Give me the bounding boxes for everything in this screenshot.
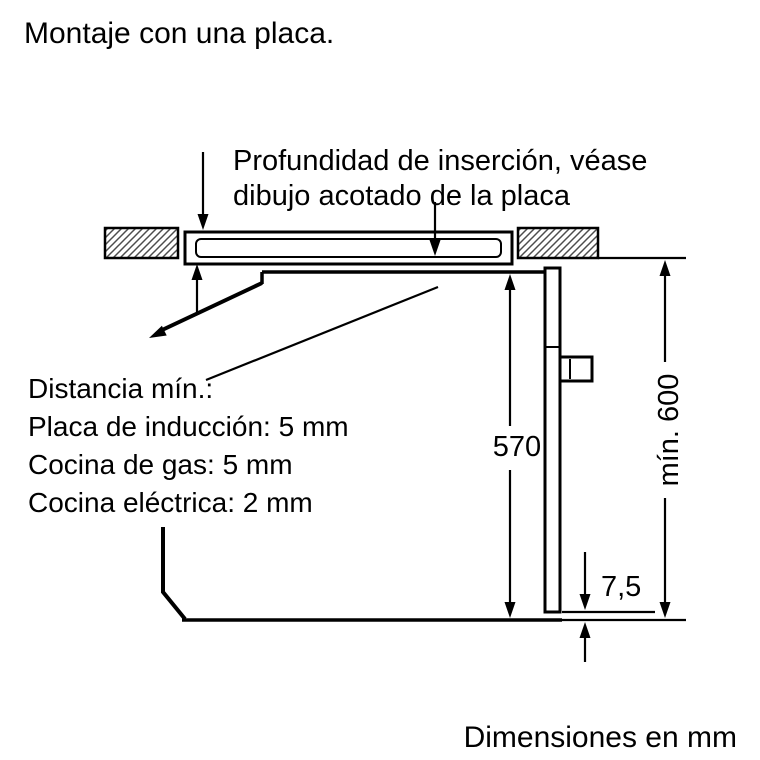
- dimension-min-installation-height: mín. 600: [653, 260, 685, 618]
- oven-front-panel: [543, 266, 562, 614]
- dim-75-down-arrowhead-icon: [579, 594, 591, 610]
- cabinet-break-lower: [161, 527, 187, 621]
- dim-600-bottom-arrowhead-icon: [659, 602, 671, 618]
- clearance-note: Distancia mín.: Placa de inducción: 5 mm…: [28, 373, 349, 518]
- oven-outline: [149, 266, 686, 622]
- hob: [183, 230, 514, 266]
- min-distance-up-arrowhead-icon: [191, 264, 203, 280]
- worktop: [103, 226, 686, 260]
- min-distance-leaders: [191, 264, 439, 382]
- clearance-note-heading: Distancia mín.:: [28, 373, 213, 404]
- insertion-note-line2: dibujo acotado de la placa: [233, 180, 571, 212]
- clearance-note-gas: Cocina de gas: 5 mm: [28, 449, 293, 480]
- dimension-bottom-clearance: 7,5: [562, 552, 655, 662]
- insertion-leader-center-arrowhead-icon: [429, 240, 441, 256]
- min-distance-leader-line: [205, 285, 439, 382]
- oven-handle: [558, 355, 594, 383]
- insertion-leader-left-arrowhead-icon: [197, 214, 209, 230]
- cabinet-break-upper: [159, 281, 263, 333]
- insertion-depth-leaders: [197, 152, 441, 256]
- page-title: Montaje con una placa.: [24, 17, 334, 50]
- worktop-right-section: [516, 226, 600, 260]
- clearance-note-induction: Placa de inducción: 5 mm: [28, 411, 349, 442]
- dimension-oven-height: 570: [493, 274, 541, 618]
- dim-600-label: mín. 600: [653, 374, 685, 487]
- worktop-left-section: [103, 226, 180, 260]
- insertion-note-line1: Profundidad de inserción, véase: [233, 145, 647, 177]
- dim-75-up-arrowhead-icon: [579, 622, 591, 638]
- dim-570-bottom-arrowhead-icon: [504, 602, 516, 618]
- hob-inner-recess: [195, 238, 502, 258]
- dim-75-label: 7,5: [601, 571, 641, 603]
- clearance-note-electric: Cocina eléctrica: 2 mm: [28, 487, 313, 518]
- dim-570-label: 570: [493, 431, 541, 463]
- cabinet-break-upper-arrowhead-icon: [149, 325, 167, 338]
- dim-570-top-arrowhead-icon: [504, 274, 516, 290]
- units-footer: Dimensiones en mm: [464, 721, 737, 754]
- dim-600-top-arrowhead-icon: [659, 260, 671, 276]
